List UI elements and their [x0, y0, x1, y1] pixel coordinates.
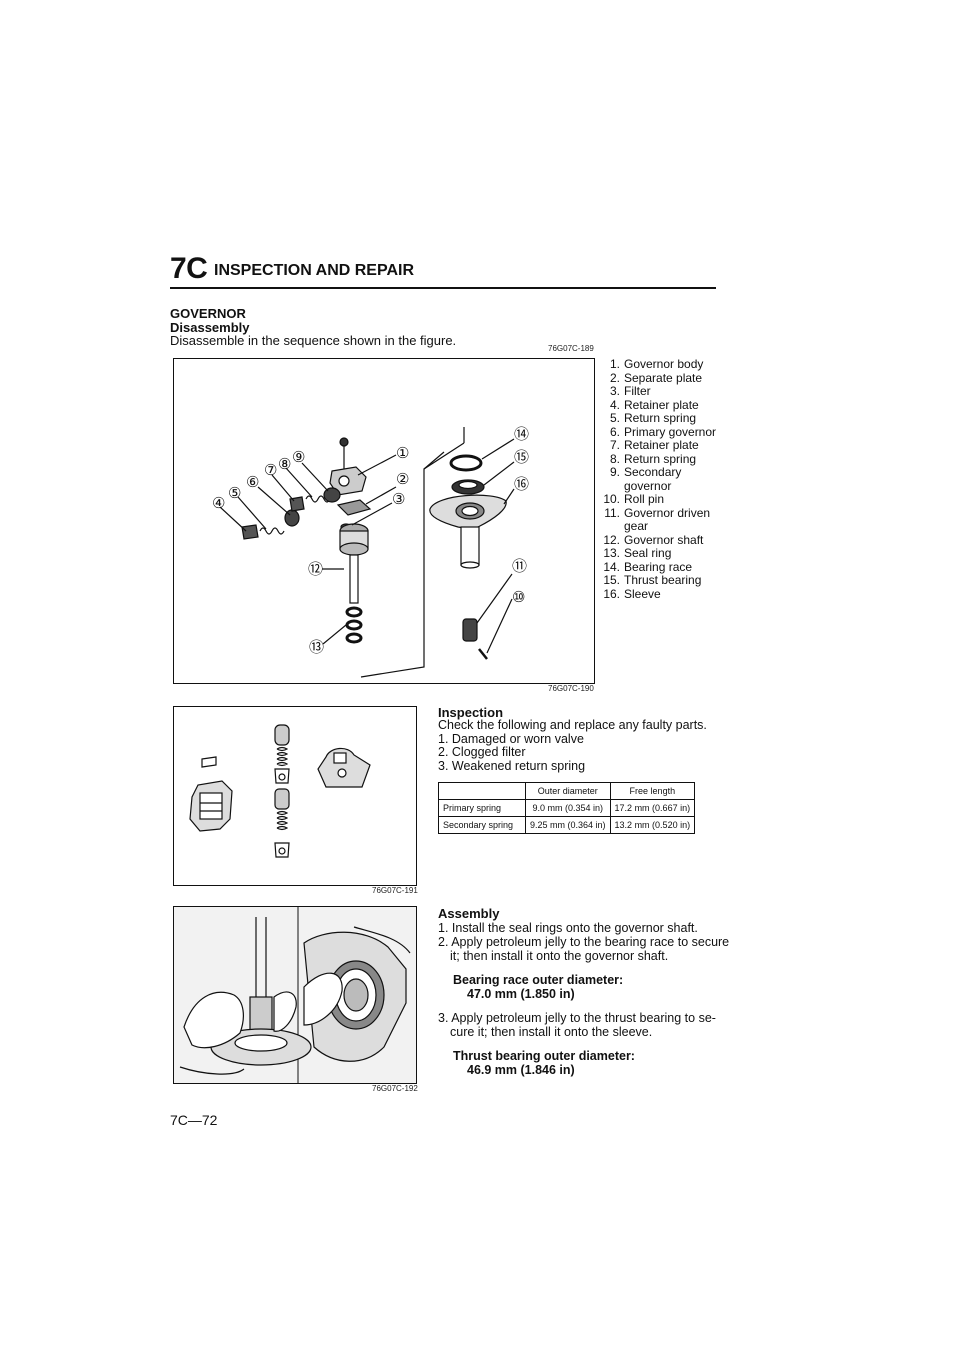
table-cell: 9.0 mm (0.354 in)	[525, 799, 611, 817]
table-row: Secondary spring 9.25 mm (0.364 in) 13.2…	[438, 816, 696, 834]
assembly-photo-drawing	[174, 907, 416, 1083]
callout-2: ②	[396, 471, 409, 488]
table-row: Primary spring 9.0 mm (0.354 in) 17.2 mm…	[438, 799, 696, 817]
legend-item: 10.Roll pin	[603, 492, 665, 506]
legend-item: 4.Retainer plate	[609, 397, 699, 412]
bearing-race-spec-value: 47.0 mm (1.850 in)	[467, 987, 575, 1001]
table-cell: 13.2 mm (0.520 in)	[609, 816, 696, 834]
callout-15: ⑮	[514, 449, 529, 466]
legend-item: 8.Return spring	[609, 451, 697, 466]
legend-item: 7.Retainer plate	[609, 438, 699, 452]
callout-7: ⑦	[264, 462, 277, 479]
table-cell: Secondary spring	[438, 816, 526, 834]
legend-item: 16.Sleeve	[603, 586, 661, 601]
section-code: 7C	[170, 252, 208, 285]
legend-item: 11.Governor driven gear	[604, 505, 711, 533]
table-header-row: Outer diameter Free length	[438, 782, 696, 800]
assembly-step-1: 1. Install the seal rings onto the gover…	[438, 921, 698, 935]
page-number: 7C—72	[170, 1112, 218, 1128]
thrust-bearing-spec-label: Thrust bearing outer diameter:	[453, 1049, 635, 1063]
governor-heading: GOVERNOR	[170, 306, 246, 321]
callout-12: ⑫	[308, 561, 323, 578]
header-rule	[170, 287, 716, 289]
assembly-photo	[173, 906, 417, 1084]
inspection-body: Check the following and replace any faul…	[438, 718, 707, 773]
callout-16: ⑯	[514, 476, 529, 493]
disassembly-text: Disassemble in the sequence shown in the…	[170, 333, 457, 348]
inspection-item: 1. Damaged or worn valve	[438, 731, 584, 746]
callout-10: ⑩	[512, 589, 525, 606]
parts-legend: 1.Governor body 2.Separate plate 3.Filte…	[598, 357, 728, 601]
callout-6: ⑥	[246, 474, 259, 491]
callout-13: ⑬	[309, 639, 324, 656]
callout-3: ③	[392, 491, 405, 508]
legend-item: 5.Return spring	[609, 411, 697, 425]
callout-9: ⑨	[292, 449, 305, 466]
assembly-heading: Assembly	[438, 906, 500, 921]
table-header-cell: Outer diameter	[525, 782, 611, 800]
table-cell: 9.25 mm (0.364 in)	[525, 816, 611, 834]
callout-8: ⑧	[278, 456, 291, 473]
callout-1: ①	[396, 445, 409, 462]
legend-item: 1.Governor body	[609, 357, 704, 371]
exploded-view-figure: ① ② ③ ④ ⑤ ⑥ ⑦ ⑧ ⑨ ⑩ ⑪ ⑫ ⑬ ⑭ ⑮ ⑯	[173, 358, 595, 684]
legend-item: 3.Filter	[609, 384, 651, 398]
bearing-race-spec-label: Bearing race outer diameter:	[453, 973, 624, 987]
table-cell: Primary spring	[438, 799, 526, 817]
inspection-heading: Inspection	[438, 705, 504, 720]
legend-item: 12.Governor shaft	[603, 532, 704, 547]
table-header-cell: Free length	[609, 782, 696, 800]
spring-spec-table: Outer diameter Free length Primary sprin…	[438, 782, 696, 834]
inspection-figure	[173, 706, 417, 886]
callout-11: ⑪	[512, 558, 527, 575]
disassembly-heading: Disassembly	[170, 320, 250, 335]
legend-item: 15.Thrust bearing	[603, 573, 702, 587]
legend-item: 13.Seal ring	[603, 546, 672, 560]
table-header-cell	[438, 782, 526, 800]
legend-item: 2.Separate plate	[609, 370, 703, 385]
section-title: INSPECTION AND REPAIR	[214, 262, 415, 279]
thrust-bearing-spec-value: 46.9 mm (1.846 in)	[467, 1063, 575, 1077]
governor-exploded-diagram: ① ② ③ ④ ⑤ ⑥ ⑦ ⑧ ⑨ ⑩ ⑪ ⑫ ⑬ ⑭ ⑮ ⑯	[212, 426, 529, 678]
figure-code-inspection: 76G07C-191	[372, 886, 418, 895]
figure-code-exploded: 76G07C-190	[548, 684, 594, 693]
figure-code-top: 76G07C-189	[548, 344, 594, 353]
legend-item: 9.Secondary governor	[609, 465, 682, 493]
inspection-item: 2. Clogged filter	[438, 745, 526, 759]
assembly-step-3: 3. Apply petroleum jelly to the thrust b…	[438, 1011, 716, 1039]
legend-item: 6.Primary governor	[609, 424, 717, 439]
callout-14: ⑭	[514, 426, 529, 443]
inspection-intro: Check the following and replace any faul…	[438, 718, 707, 732]
governor-parts-drawing	[189, 724, 371, 858]
callout-4: ④	[212, 495, 225, 512]
table-cell: 17.2 mm (0.667 in)	[609, 799, 696, 817]
assembly-step-2: 2. Apply petroleum jelly to the bearing …	[438, 935, 730, 963]
legend-item: 14.Bearing race	[603, 559, 693, 574]
figure-code-assembly: 76G07C-192	[372, 1084, 418, 1093]
callout-5: ⑤	[228, 485, 241, 502]
inspection-item: 3. Weakened return spring	[438, 758, 586, 773]
